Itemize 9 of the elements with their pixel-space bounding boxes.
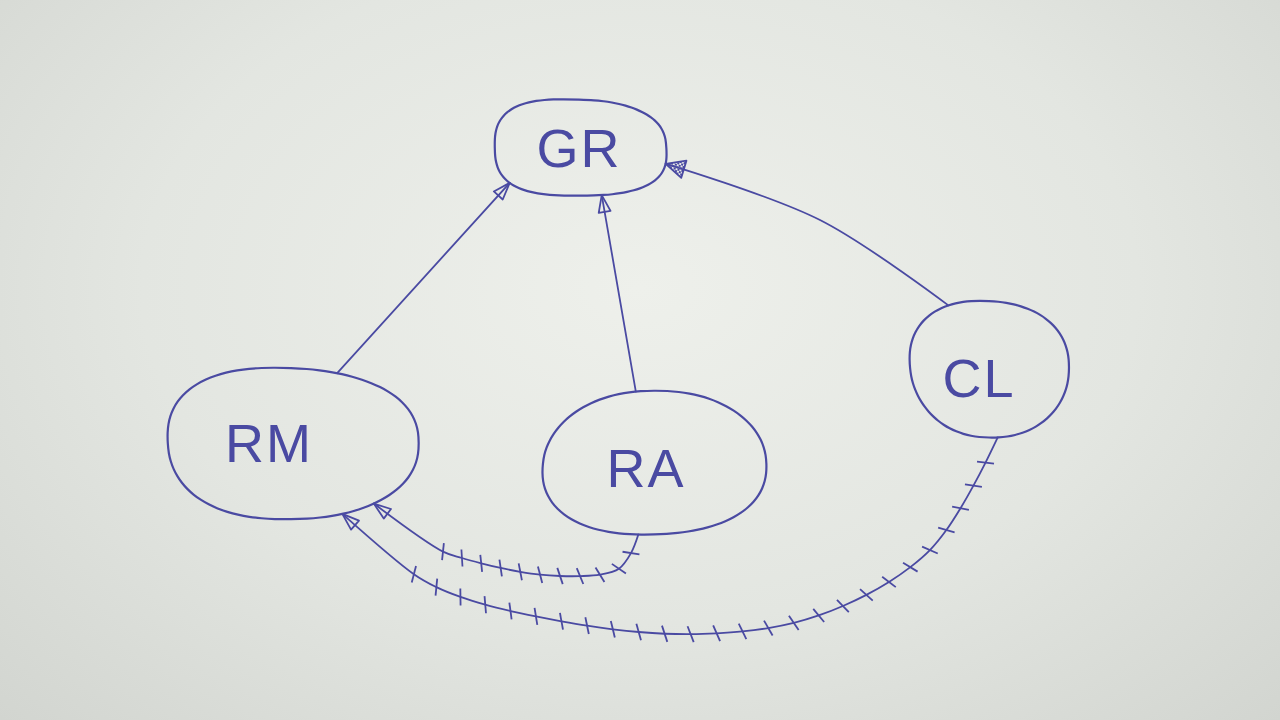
arrow: [336, 181, 511, 375]
node-label: GR: [536, 121, 622, 175]
node-label: RA: [606, 441, 686, 495]
node-label: RM: [225, 416, 313, 470]
arrow: [597, 194, 637, 393]
tick-marked-arrow: [341, 436, 999, 643]
tick-marked-arrow: [372, 502, 640, 585]
arrow: [664, 159, 950, 307]
node-label: CL: [942, 351, 1016, 405]
